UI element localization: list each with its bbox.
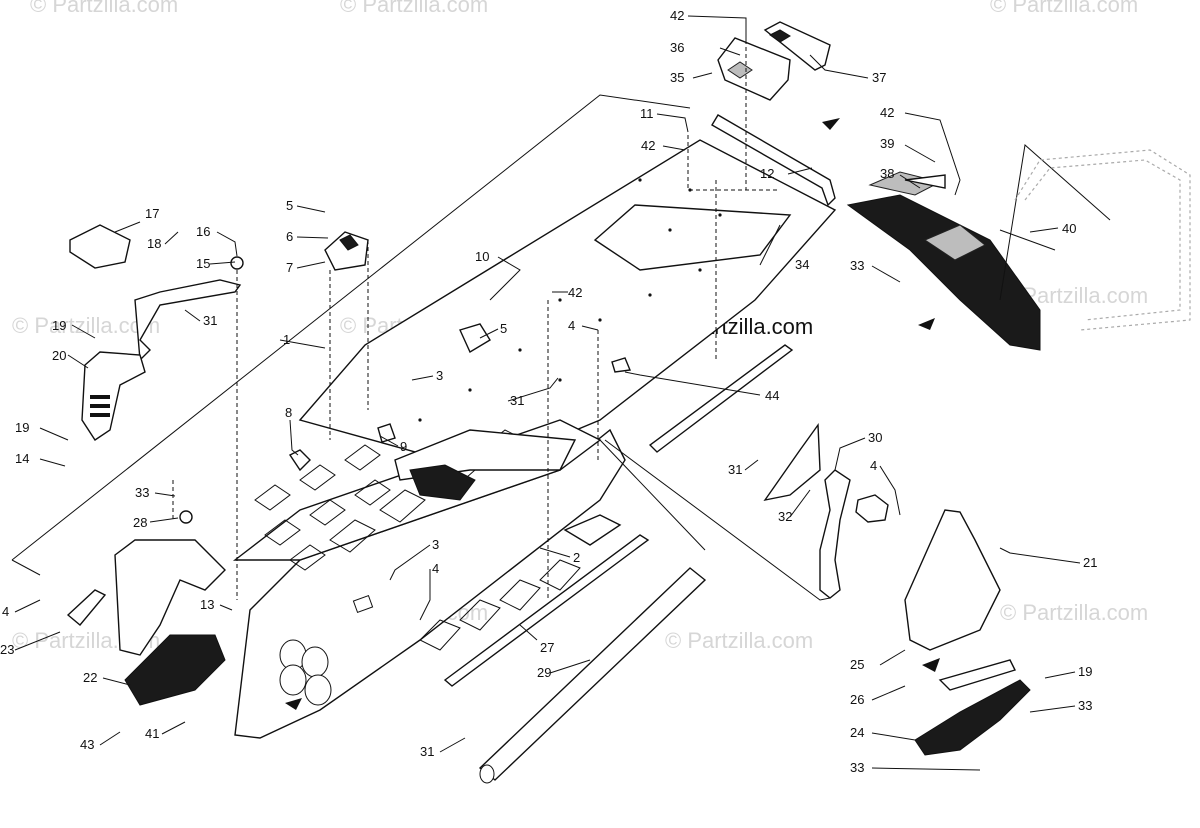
callout-19: 19 [15, 420, 29, 435]
callout-39: 39 [880, 136, 894, 151]
front-hoop-parts [69, 224, 244, 441]
callout-23: 23 [0, 642, 14, 657]
callout-14: 14 [15, 451, 29, 466]
right-side-parts [763, 422, 889, 599]
callout-32: 32 [778, 509, 792, 524]
callout-1: 1 [283, 332, 290, 347]
callout-42: 42 [670, 8, 684, 23]
callout-22: 22 [83, 670, 97, 685]
callout-18: 18 [147, 236, 161, 251]
callout-4: 4 [870, 458, 877, 473]
callout-34: 34 [795, 257, 809, 272]
callout-9: 9 [400, 439, 407, 454]
watermark: © Partzilla.com [30, 0, 178, 17]
callout-29: 29 [537, 665, 551, 680]
callout-4: 4 [2, 604, 9, 619]
callout-19: 19 [52, 318, 66, 333]
callout-11: 11 [640, 106, 654, 121]
callout-37: 37 [872, 70, 886, 85]
leader-lines [14, 15, 1081, 771]
watermark: © Partzilla.com [1000, 600, 1148, 625]
watermark: © Partzilla.com [340, 0, 488, 17]
small-brackets [288, 231, 631, 546]
callout-41: 41 [145, 726, 159, 741]
callout-42: 42 [880, 105, 894, 120]
callout-24: 24 [850, 725, 864, 740]
callout-3: 3 [432, 537, 439, 552]
callout-13: 13 [200, 597, 214, 612]
rear-bumper-ghost [1014, 149, 1191, 331]
callout-42: 42 [641, 138, 655, 153]
callout-5: 5 [286, 198, 293, 213]
callout-25: 25 [850, 657, 864, 672]
callout-36: 36 [670, 40, 684, 55]
callout-28: 28 [133, 515, 147, 530]
callout-44: 44 [765, 388, 779, 403]
callout-20: 20 [52, 348, 66, 363]
callout-4: 4 [432, 561, 439, 576]
callout-21: 21 [1083, 555, 1097, 570]
callout-8: 8 [285, 405, 292, 420]
callout-7: 7 [286, 260, 293, 275]
watermark: © Partzilla.com [665, 628, 813, 653]
callout-2: 2 [573, 550, 580, 565]
frame-cutouts [254, 444, 391, 571]
callout-12: 12 [760, 166, 774, 181]
callout-42: 42 [568, 285, 582, 300]
callout-43: 43 [80, 737, 94, 752]
callout-10: 10 [475, 249, 489, 264]
callout-19: 19 [1078, 664, 1092, 679]
tunnel-plate [298, 139, 837, 471]
watermark: © Partzilla.com [12, 313, 160, 338]
footrest-parts [904, 509, 1031, 756]
callout-38: 38 [880, 166, 894, 181]
callout-31: 31 [510, 393, 524, 408]
callout-33: 33 [135, 485, 149, 500]
callout-31: 31 [420, 744, 434, 759]
callout-4: 4 [568, 318, 575, 333]
callout-31: 31 [728, 462, 742, 477]
callout-40: 40 [1062, 221, 1076, 236]
callout-33: 33 [850, 258, 864, 273]
watermark: © Partzilla.com [990, 0, 1138, 17]
callout-27: 27 [540, 640, 554, 655]
tunnel-assembly-outline [11, 94, 691, 576]
rails-and-tube [443, 344, 794, 784]
callout-26: 26 [850, 692, 864, 707]
callout-30: 30 [868, 430, 882, 445]
callout-33: 33 [1078, 698, 1092, 713]
front-left-bracket [66, 510, 226, 706]
callout-17: 17 [145, 206, 159, 221]
assembly-axis-lines [172, 40, 780, 600]
direction-arrows [285, 118, 940, 710]
callout-3: 3 [436, 368, 443, 383]
callout-31: 31 [203, 313, 217, 328]
callout-16: 16 [196, 224, 210, 239]
callout-15: 15 [196, 256, 210, 271]
callout-6: 6 [286, 229, 293, 244]
snow-flap-assembly [846, 144, 1111, 351]
tunnel-cooler-rail [394, 429, 577, 501]
callout-5: 5 [500, 321, 507, 336]
callout-33: 33 [850, 760, 864, 775]
callout-35: 35 [670, 70, 684, 85]
